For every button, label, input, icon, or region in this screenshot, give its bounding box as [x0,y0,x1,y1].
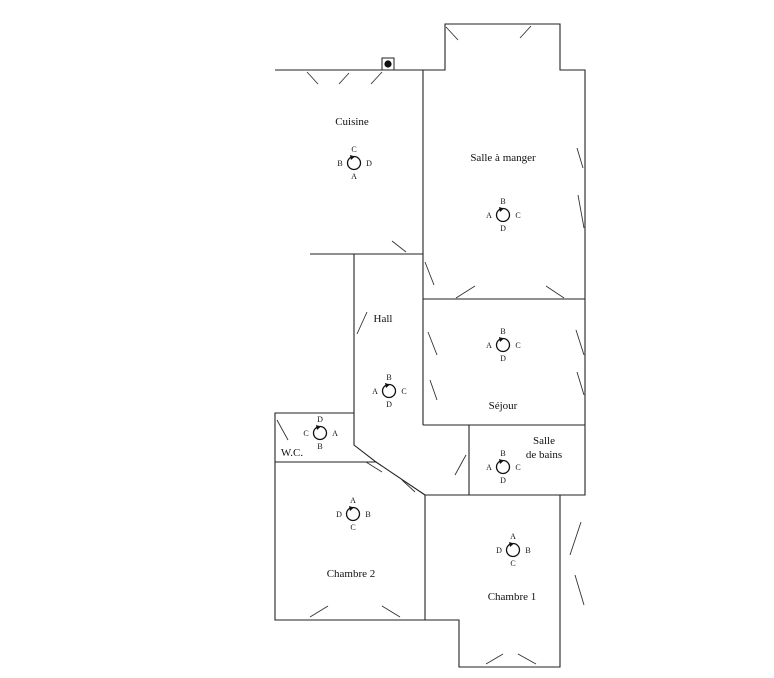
rotation-arrow-icon [385,383,390,388]
rotation-circle-icon [345,506,361,522]
room-label-cuisine: Cuisine [335,116,369,128]
viewpoint-marker-chambre-1: A CD B [496,532,531,568]
compass-letter-top: B [500,197,505,206]
compass-letter-right: C [515,463,520,472]
rotation-circle-icon [346,155,362,171]
compass-letter-left: C [303,429,308,438]
rotation-circle-icon [495,207,511,223]
compass-letter-left: D [336,510,342,519]
compass-letter-top: D [317,415,323,424]
viewpoint-marker-sejour: B DA C [486,327,521,363]
compass-letter-left: B [337,159,342,168]
compass-letter-top: A [350,496,356,505]
rotation-arrow-icon [349,506,354,511]
rotation-arrow-icon [499,337,504,342]
rotation-arrow-icon [499,459,504,464]
viewpoint-marker-salle-a-manger: B DA C [486,197,521,233]
walls [274,23,586,668]
room-label-hall: Hall [374,313,393,325]
compass-letter-top: A [510,532,516,541]
viewpoint-marker-cuisine: C AB D [337,145,372,181]
chimney-icon [381,57,395,71]
room-label-salle-de-bains-line2: de bains [526,449,562,461]
outer-wall [274,23,586,668]
compass-letter-bottom: D [500,354,506,363]
rotation-circle-icon [495,459,511,475]
compass-letter-bottom: D [500,224,506,233]
compass-letter-bottom: D [386,400,392,409]
compass-letter-bottom: B [317,442,322,451]
compass-letter-right: A [332,429,338,438]
room-label-wc: W.C. [281,447,303,459]
compass-letter-top: C [351,145,356,154]
wall-hall-south [353,413,426,496]
compass-letter-right: D [366,159,372,168]
compass-letter-bottom: C [350,523,355,532]
compass-letter-left: D [496,546,502,555]
compass-letter-right: B [365,510,370,519]
rotation-arrow-icon [316,425,321,430]
room-label-salle-de-bains-line1: Salle [533,435,555,447]
compass-letter-top: B [386,373,391,382]
rotation-arrow-icon [350,155,355,160]
door-ticks [276,25,585,665]
room-label-salle-a-manger: Salle à manger [470,152,536,164]
rotation-circle-icon [312,425,328,441]
rotation-circle-icon [495,337,511,353]
compass-letter-right: C [515,341,520,350]
compass-letter-right: C [401,387,406,396]
compass-letter-left: A [372,387,378,396]
compass-letter-right: C [515,211,520,220]
viewpoint-marker-wc: D BC A [303,415,338,451]
compass-letter-bottom: C [510,559,515,568]
compass-letter-right: B [525,546,530,555]
rotation-arrow-icon [509,542,514,547]
compass-letter-left: A [486,463,492,472]
room-label-chambre-2: Chambre 2 [327,568,376,580]
compass-letter-bottom: A [351,172,357,181]
viewpoint-marker-salle-de-bains: B DA C [486,449,521,485]
compass-letter-left: A [486,341,492,350]
rotation-circle-icon [381,383,397,399]
compass-letter-top: B [500,449,505,458]
rotation-arrow-icon [499,207,504,212]
viewpoint-marker-chambre-2: A CD B [336,496,371,532]
compass-letter-bottom: D [500,476,506,485]
room-label-sejour: Séjour [489,400,518,412]
compass-letter-top: B [500,327,505,336]
compass-letter-left: A [486,211,492,220]
rotation-circle-icon [505,542,521,558]
viewpoint-marker-hall: B DA C [372,373,407,409]
room-label-chambre-1: Chambre 1 [488,591,537,603]
